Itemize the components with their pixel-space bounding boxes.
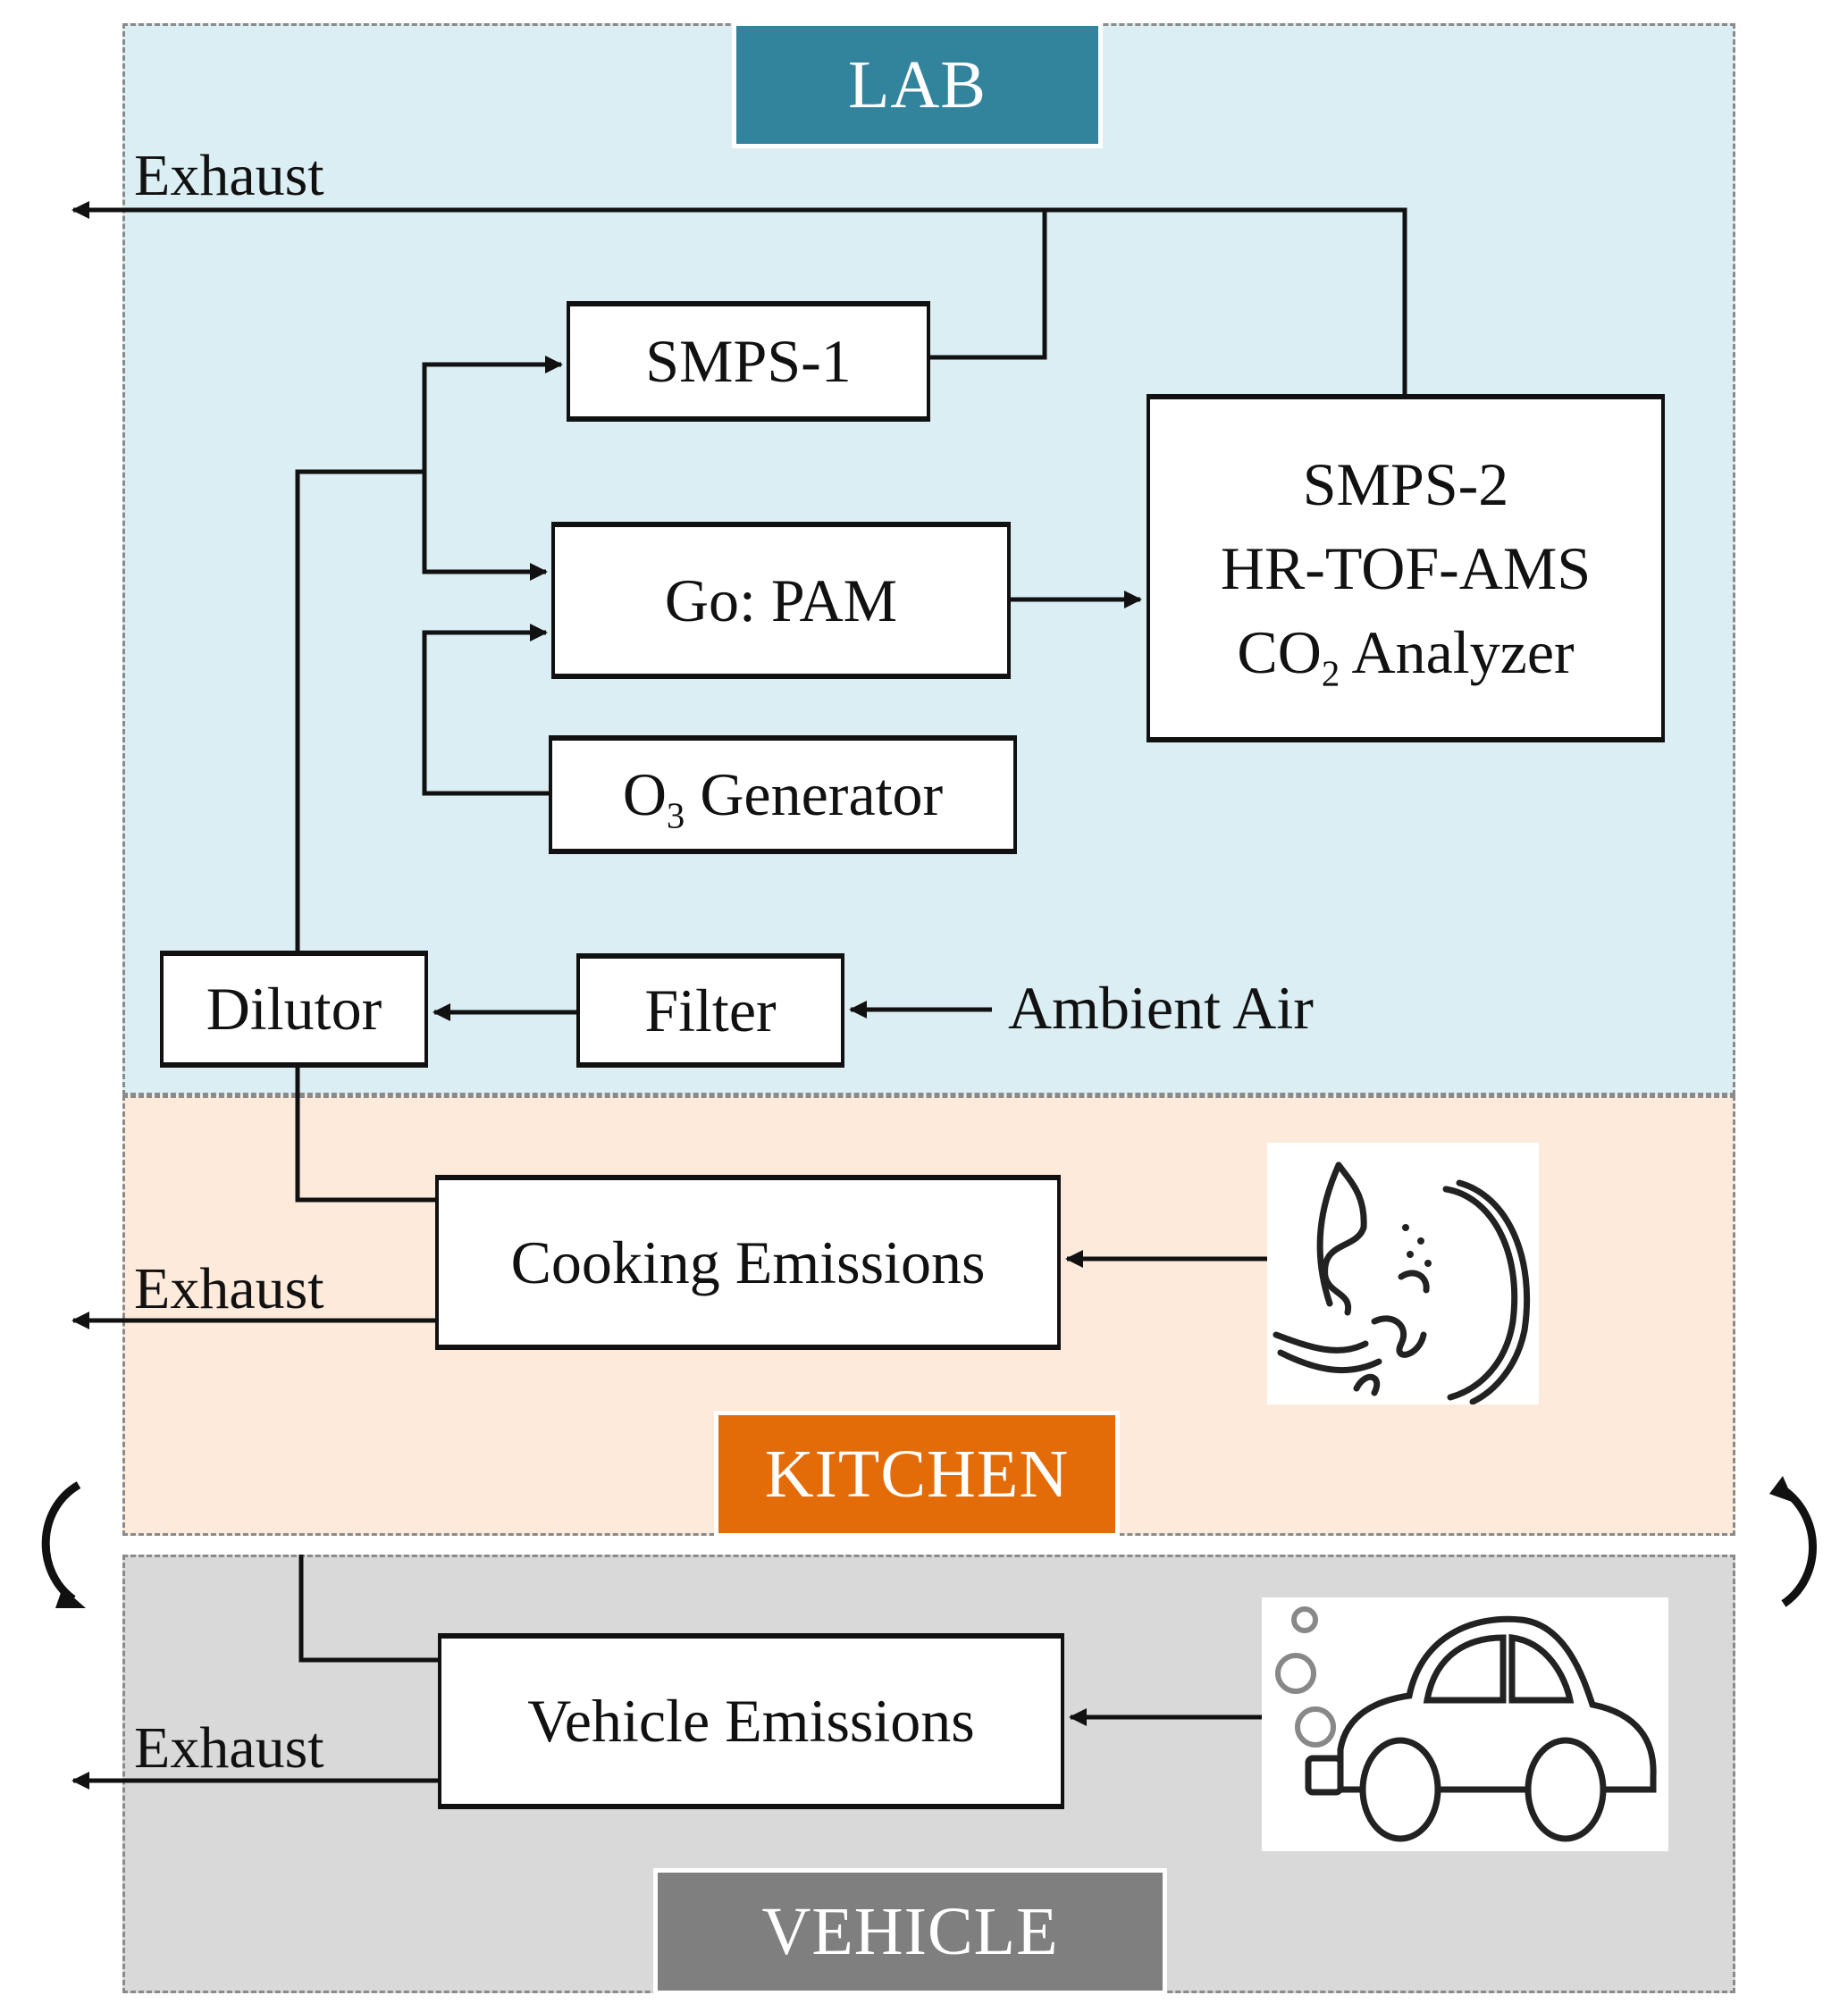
exhaust-label-vehicle: Exhaust bbox=[134, 1715, 324, 1781]
ambient-air-label: Ambient Air bbox=[1008, 974, 1314, 1042]
smps1-text: SMPS-1 bbox=[645, 327, 852, 396]
exhaust-label-kitchen: Exhaust bbox=[134, 1256, 324, 1321]
car-exhaust-icon bbox=[1262, 1597, 1668, 1851]
cooking-emissions-box: Cooking Emissions bbox=[435, 1175, 1061, 1350]
dilutor-box: Dilutor bbox=[160, 951, 428, 1068]
split-to-gopam bbox=[422, 472, 548, 581]
curved-switch-arrow-icon bbox=[41, 1481, 1817, 1607]
co2-suffix: Analyzer bbox=[1340, 618, 1575, 686]
dilutor-to-split bbox=[295, 469, 424, 951]
o3-generator-text: O3 Generator bbox=[622, 760, 944, 834]
o3-prefix: O bbox=[622, 760, 667, 829]
o3-to-gopam bbox=[422, 624, 549, 796]
instruments-list: SMPS-2 HR-TOF-AMS CO2 Analyzer bbox=[1220, 450, 1592, 692]
o3-subscript: 3 bbox=[666, 795, 685, 836]
o3-suffix: Generator bbox=[685, 760, 944, 829]
lab-label-text: LAB bbox=[848, 46, 987, 122]
kitchen-label: KITCHEN bbox=[714, 1411, 1120, 1538]
exhaust-label-lab: Exhaust bbox=[134, 143, 324, 208]
instruments-box: SMPS-2 HR-TOF-AMS CO2 Analyzer bbox=[1147, 394, 1665, 742]
vehicle-emissions-box: Vehicle Emissions bbox=[438, 1633, 1064, 1809]
o3-generator-box: O3 Generator bbox=[549, 735, 1017, 854]
lab-label: LAB bbox=[732, 21, 1103, 148]
co2-analyzer-text: CO2 Analyzer bbox=[1221, 622, 1591, 692]
filter-box: Filter bbox=[576, 953, 844, 1068]
co2-prefix: CO bbox=[1237, 618, 1322, 686]
go-pam-box: Go: PAM bbox=[551, 522, 1011, 679]
filter-text: Filter bbox=[644, 976, 777, 1044]
smps2-text: SMPS-2 bbox=[1302, 450, 1509, 518]
kitchen-label-text: KITCHEN bbox=[764, 1436, 1070, 1512]
vehicle-emissions-text: Vehicle Emissions bbox=[527, 1687, 975, 1756]
dilutor-text: Dilutor bbox=[206, 975, 382, 1044]
smps1-to-exhaust bbox=[930, 210, 1047, 360]
vehicle-label-text: VEHICLE bbox=[761, 1893, 1059, 1969]
exhaust-line-lab bbox=[71, 201, 1407, 394]
cooking-to-dilutor bbox=[295, 1068, 435, 1203]
split-to-smps1 bbox=[422, 356, 563, 572]
vehicle-to-dilutor bbox=[298, 1555, 438, 1663]
go-pam-text: Go: PAM bbox=[664, 566, 898, 634]
cooking-emissions-text: Cooking Emissions bbox=[510, 1228, 986, 1296]
smps1-box: SMPS-1 bbox=[567, 301, 930, 422]
cooking-wok-icon bbox=[1267, 1143, 1539, 1405]
vehicle-label: VEHICLE bbox=[653, 1868, 1167, 1995]
co2-subscript: 2 bbox=[1321, 653, 1340, 694]
hr-tof-ams-text: HR-TOF-AMS bbox=[1220, 534, 1592, 602]
